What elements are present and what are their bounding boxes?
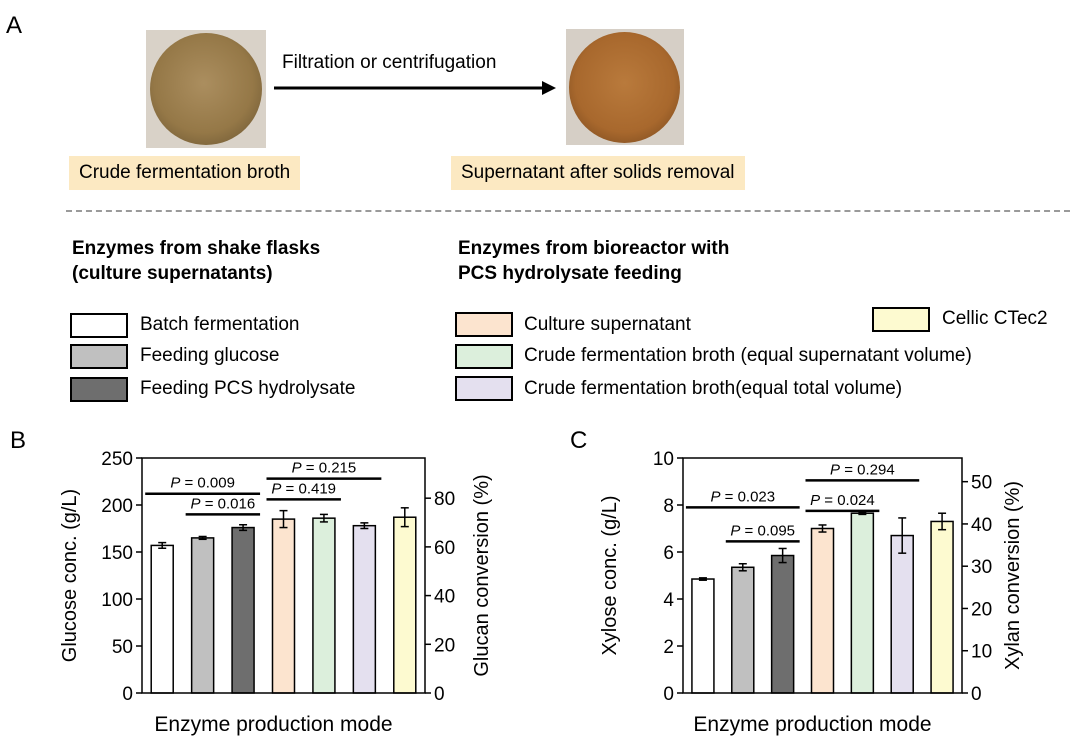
panel-c-label: C	[570, 427, 587, 454]
legend-right-heading: Enzymes from bioreactor with PCS hydroly…	[458, 238, 730, 284]
plot-frame	[141, 457, 426, 694]
bar-c-1	[731, 566, 755, 694]
legend-label-feeding-pcs: Feeding PCS hydrolysate	[140, 378, 356, 399]
legend-label-crude-equal-supernatant: Crude fermentation broth (equal supernat…	[524, 345, 972, 366]
petri-dish-supernatant	[569, 32, 680, 143]
y-tick-label: 4	[663, 590, 674, 611]
legend-label-feeding-glucose: Feeding glucose	[140, 345, 280, 366]
bar-b-0	[150, 544, 174, 694]
p-value-label-0: P = 0.023	[710, 488, 775, 505]
bar-b-1	[190, 537, 215, 694]
legend-swatch-crude-equal-total	[455, 376, 513, 401]
panel-a-label: A	[6, 12, 23, 39]
x-axis-label: Enzyme production mode	[693, 713, 931, 736]
process-arrow-label: Filtration or centrifugation	[282, 52, 497, 73]
plot-frame	[682, 457, 963, 694]
panel-b-label: B	[10, 427, 26, 454]
process-arrow	[274, 81, 556, 95]
y2-tick-label: 20	[434, 635, 455, 656]
legend-swatch-cellic	[872, 307, 930, 332]
bar-b-6	[393, 516, 417, 694]
y-tick-label: 8	[663, 496, 674, 517]
p-value-label-1: P = 0.095	[730, 522, 795, 539]
y2-tick-label: 80	[434, 489, 455, 510]
y-tick-label: 10	[653, 449, 674, 470]
crude-broth-photo	[146, 30, 266, 148]
petri-dish-crude	[150, 33, 262, 145]
y2-tick-label: 40	[434, 587, 455, 608]
y-tick-label: 100	[101, 590, 133, 611]
bar-c-2	[770, 554, 795, 694]
chart-b-glucose: B 0 50 100 150 200 250 0 20 40 60 80 Glucose conc. (…	[10, 427, 493, 736]
legend-swatch-batch	[70, 313, 128, 338]
p-value-label-3: P = 0.024	[810, 492, 875, 509]
y2-tick-label: 0	[971, 684, 982, 705]
legend-label-batch: Batch fermentation	[140, 314, 300, 335]
y2-tick-label: 60	[434, 538, 455, 559]
y2-tick-label: 30	[971, 557, 992, 578]
y-tick-label: 0	[663, 684, 674, 705]
y-axis-label: Xylose conc. (g/L)	[599, 495, 621, 655]
y2-tick-label: 40	[971, 515, 992, 536]
p-value-label-0: P = 0.009	[170, 475, 235, 492]
bar-b-3	[271, 518, 296, 694]
bar-c-3	[810, 527, 835, 694]
bar-c-5	[890, 534, 914, 694]
y-tick-label: 6	[663, 543, 674, 564]
y-tick-label: 0	[122, 684, 133, 705]
legend-swatch-feeding-pcs	[70, 377, 128, 402]
y-tick-label: 250	[101, 449, 133, 470]
legend-label-culture-supernatant: Culture supernatant	[524, 314, 691, 335]
y-tick-label: 2	[663, 637, 674, 658]
y2-axis-label: Glucan conversion (%)	[471, 474, 493, 676]
supernatant-photo	[566, 29, 684, 145]
bar-c-4	[850, 512, 875, 694]
p-value-label-1: P = 0.016	[191, 495, 256, 512]
p-value-label-2: P = 0.294	[830, 461, 895, 478]
bar-c-0	[691, 578, 715, 694]
y-tick-label: 50	[112, 637, 133, 658]
bar-c-6	[930, 520, 954, 694]
y-tick-label: 200	[101, 496, 133, 517]
bar-b-4	[312, 517, 336, 694]
y-axis-label: Glucose conc. (g/L)	[59, 489, 81, 662]
supernatant-caption: Supernatant after solids removal	[451, 156, 745, 190]
y2-axis-label: Xylan conversion (%)	[1002, 481, 1024, 670]
crude-broth-caption: Crude fermentation broth	[69, 156, 301, 190]
p-value-label-3: P = 0.419	[271, 480, 336, 497]
y2-tick-label: 10	[971, 642, 992, 663]
y2-tick-label: 50	[971, 473, 992, 494]
legend-swatch-crude-equal-supernatant	[455, 344, 513, 369]
bar-b-5	[352, 524, 377, 694]
x-axis-label: Enzyme production mode	[154, 713, 392, 736]
section-divider	[66, 210, 1070, 212]
y2-tick-label: 20	[971, 599, 992, 620]
legend-label-crude-equal-total: Crude fermentation broth(equal total vol…	[524, 378, 903, 399]
p-value-label-2: P = 0.215	[292, 460, 357, 477]
legend-left-heading: Enzymes from shake flasks (culture super…	[72, 238, 321, 284]
bar-b-2	[231, 526, 255, 694]
legend-label-cellic: Cellic CTec2	[942, 308, 1048, 329]
legend-swatch-feeding-glucose	[70, 344, 128, 369]
y-tick-label: 150	[101, 543, 133, 564]
y2-tick-label: 0	[434, 684, 445, 705]
legend-swatch-culture-supernatant	[455, 312, 513, 337]
